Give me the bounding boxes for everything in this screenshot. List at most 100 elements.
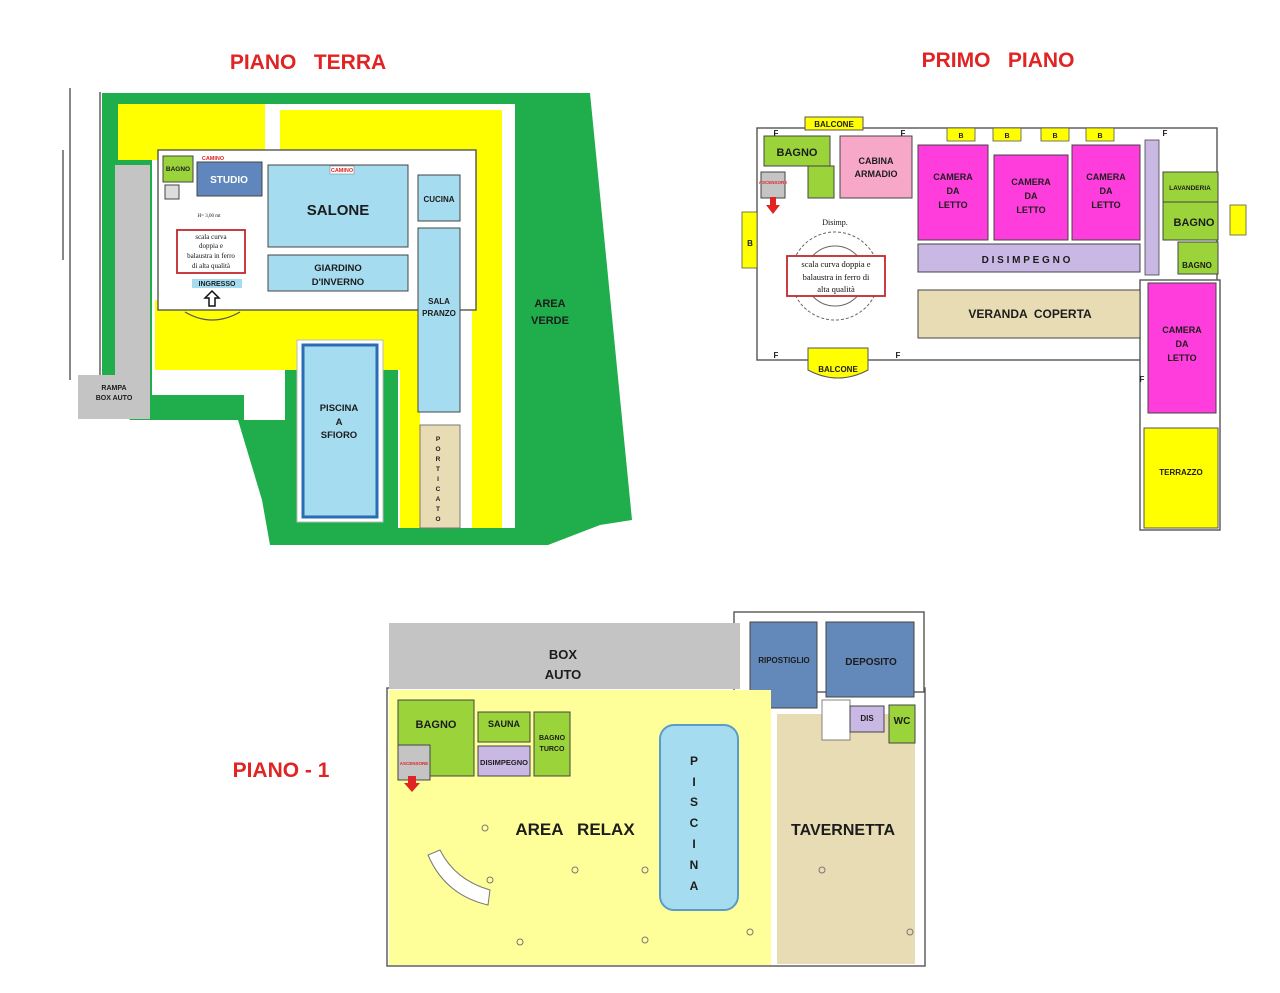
piscina-label: A [336,417,343,428]
piscina-label: SFIORO [321,430,357,441]
basement-floor-plan: BOX AUTO RIPOSTIGLIO DEPOSITO AREA RELAX… [386,611,926,967]
studio-room [196,161,263,197]
column-marker [641,866,649,874]
f-marker: F [774,129,779,138]
box-auto [389,623,740,689]
ground-floor-plan: BAGNO CAMINO STUDIO CAMINO SALONE CUCINA… [62,88,632,545]
ground-bagno-label: BAGNO [166,166,190,173]
first-bagno-right-label: BAGNO [1174,217,1215,229]
bagno-turco-room [533,711,571,777]
camera-4-label: DA [1176,339,1189,349]
balcony-b-marker [1085,127,1115,142]
sala-pranzo-room [417,227,461,413]
camera-3-label: CAMERA [1086,172,1126,182]
piscina-letter: P [690,754,698,768]
basement-disimpegno-label: DISIMPEGNO [480,758,528,767]
veranda-label: VERANDA COPERTA [968,307,1092,321]
piscina-letter: I [692,775,695,789]
yellow-path [118,104,265,160]
balcone-top-label: BALCONE [814,120,854,129]
camera-2-room [993,154,1069,241]
camera-3-room [1071,144,1141,241]
side-balcony [1229,204,1247,236]
piscina-letter: N [690,858,699,872]
first-floor-title: PRIMO PIANO [922,49,1075,72]
basement-floor-title: PIANO - 1 [233,759,330,782]
piscina-letter: A [690,879,699,893]
ripostiglio-label: RIPOSTIGLIO [758,656,810,665]
camera-2-label: LETTO [1016,205,1045,215]
disimpegno-corridor [917,243,1141,273]
deposito-room [825,621,915,698]
first-stair-note-line: alta qualità [817,284,855,294]
wc-room [888,704,916,744]
service-corridor [1144,139,1160,276]
camera-1-label: CAMERA [933,172,973,182]
ground-stair-note-line: balaustra in ferro [187,252,235,260]
veranda-coperta [917,289,1141,339]
giardino-label: GIARDINO [314,263,362,274]
cabina-armadio-room [839,135,913,199]
cabina-label: CABINA [859,156,894,166]
column-marker [486,876,494,884]
porticato-letter: A [436,496,441,503]
giardino-label: D'INVERNO [312,277,364,288]
ground-stair-note-line: di alta qualità [192,262,231,270]
camera-3-label: LETTO [1091,200,1120,210]
giardino-room [267,254,409,292]
camera-4-room [1147,282,1217,414]
sala-pranzo-label: PRANZO [422,309,456,318]
area-verde-label: VERDE [531,315,569,327]
basement-bagno-room [397,699,475,777]
porticato-area [419,424,461,529]
salone-fireplace [329,165,355,175]
first-floor-plan: BALCONE BAGNO ASCENSORE CABINA ARMADIO C… [741,116,1247,531]
column-marker [746,928,754,936]
column-marker [906,928,914,936]
ground-stair-note-line: doppia e [199,242,223,250]
basement-disimpegno [477,745,531,777]
basement-stairwell [821,699,851,741]
first-stair-note-line: balaustra in ferro di [803,272,870,282]
ingresso-band [192,279,242,288]
deposito-label: DEPOSITO [845,657,897,668]
cucina-room [417,174,461,222]
ground-floor-title: PIANO TERRA [230,51,386,74]
bagno-turco-label: TURCO [540,746,565,753]
first-stair-note-line: scala curva doppia e [801,259,870,269]
rampa-label: BOX AUTO [96,395,133,402]
f-marker: F [1140,375,1145,384]
salone-room [267,164,409,248]
lift-down-arrow-icon [766,197,780,214]
b-marker-label: B [958,133,963,140]
basement-spiral-stair [427,849,491,906]
terrazzo-label: TERRAZZO [1159,468,1203,477]
first-bagno-right-room [1162,201,1219,241]
porticato-letter: O [435,446,440,453]
area-relax-label: AREA RELAX [515,820,635,839]
basement-piscina [659,724,739,911]
disimpegno-label: D I S I M P E G N O [982,255,1071,266]
studio-camino-label: CAMINO [202,156,225,162]
tavernetta-label: TAVERNETTA [791,822,895,839]
lift-shaft [164,184,180,200]
porticato-letter: P [436,436,441,443]
salone-camino-label: CAMINO [331,168,354,174]
f-marker: F [774,351,779,360]
camera-4-label: CAMERA [1162,325,1202,335]
first-bagno-label: BAGNO [777,147,818,159]
yellow-path [400,300,420,528]
area-verde-label: AREA [534,298,565,310]
ingresso-label: INGRESSO [199,281,237,288]
balcone-bottom-label: BALCONE [818,365,858,374]
balcone-bottom [807,347,869,379]
lavanderia-label: LAVANDERIA [1169,185,1211,192]
salone-label: SALONE [307,202,370,219]
first-lift-label: ASCENSORE [759,180,788,185]
piscina-sfioro [301,343,379,519]
sala-pranzo-label: SALA [428,297,450,306]
height-note: H= 3,00 mt [198,214,222,219]
balcony-b-marker [1040,127,1070,142]
porticato-letter: T [436,466,440,473]
camera-2-label: DA [1025,191,1038,201]
